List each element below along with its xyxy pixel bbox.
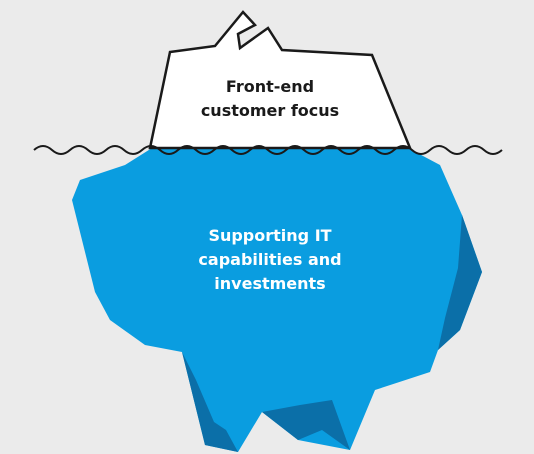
water-line [33, 145, 503, 155]
iceberg-underwater-body [72, 148, 482, 452]
iceberg-shadow-bottom-left [182, 352, 238, 452]
iceberg-tip [148, 10, 412, 150]
above-water-label: Front-end customer focus [200, 77, 340, 120]
iceberg-shadow-bottom-middle [262, 400, 350, 450]
below-water-label: Supporting IT capabilities and investmen… [198, 226, 342, 293]
iceberg-shadow-right [438, 215, 482, 350]
